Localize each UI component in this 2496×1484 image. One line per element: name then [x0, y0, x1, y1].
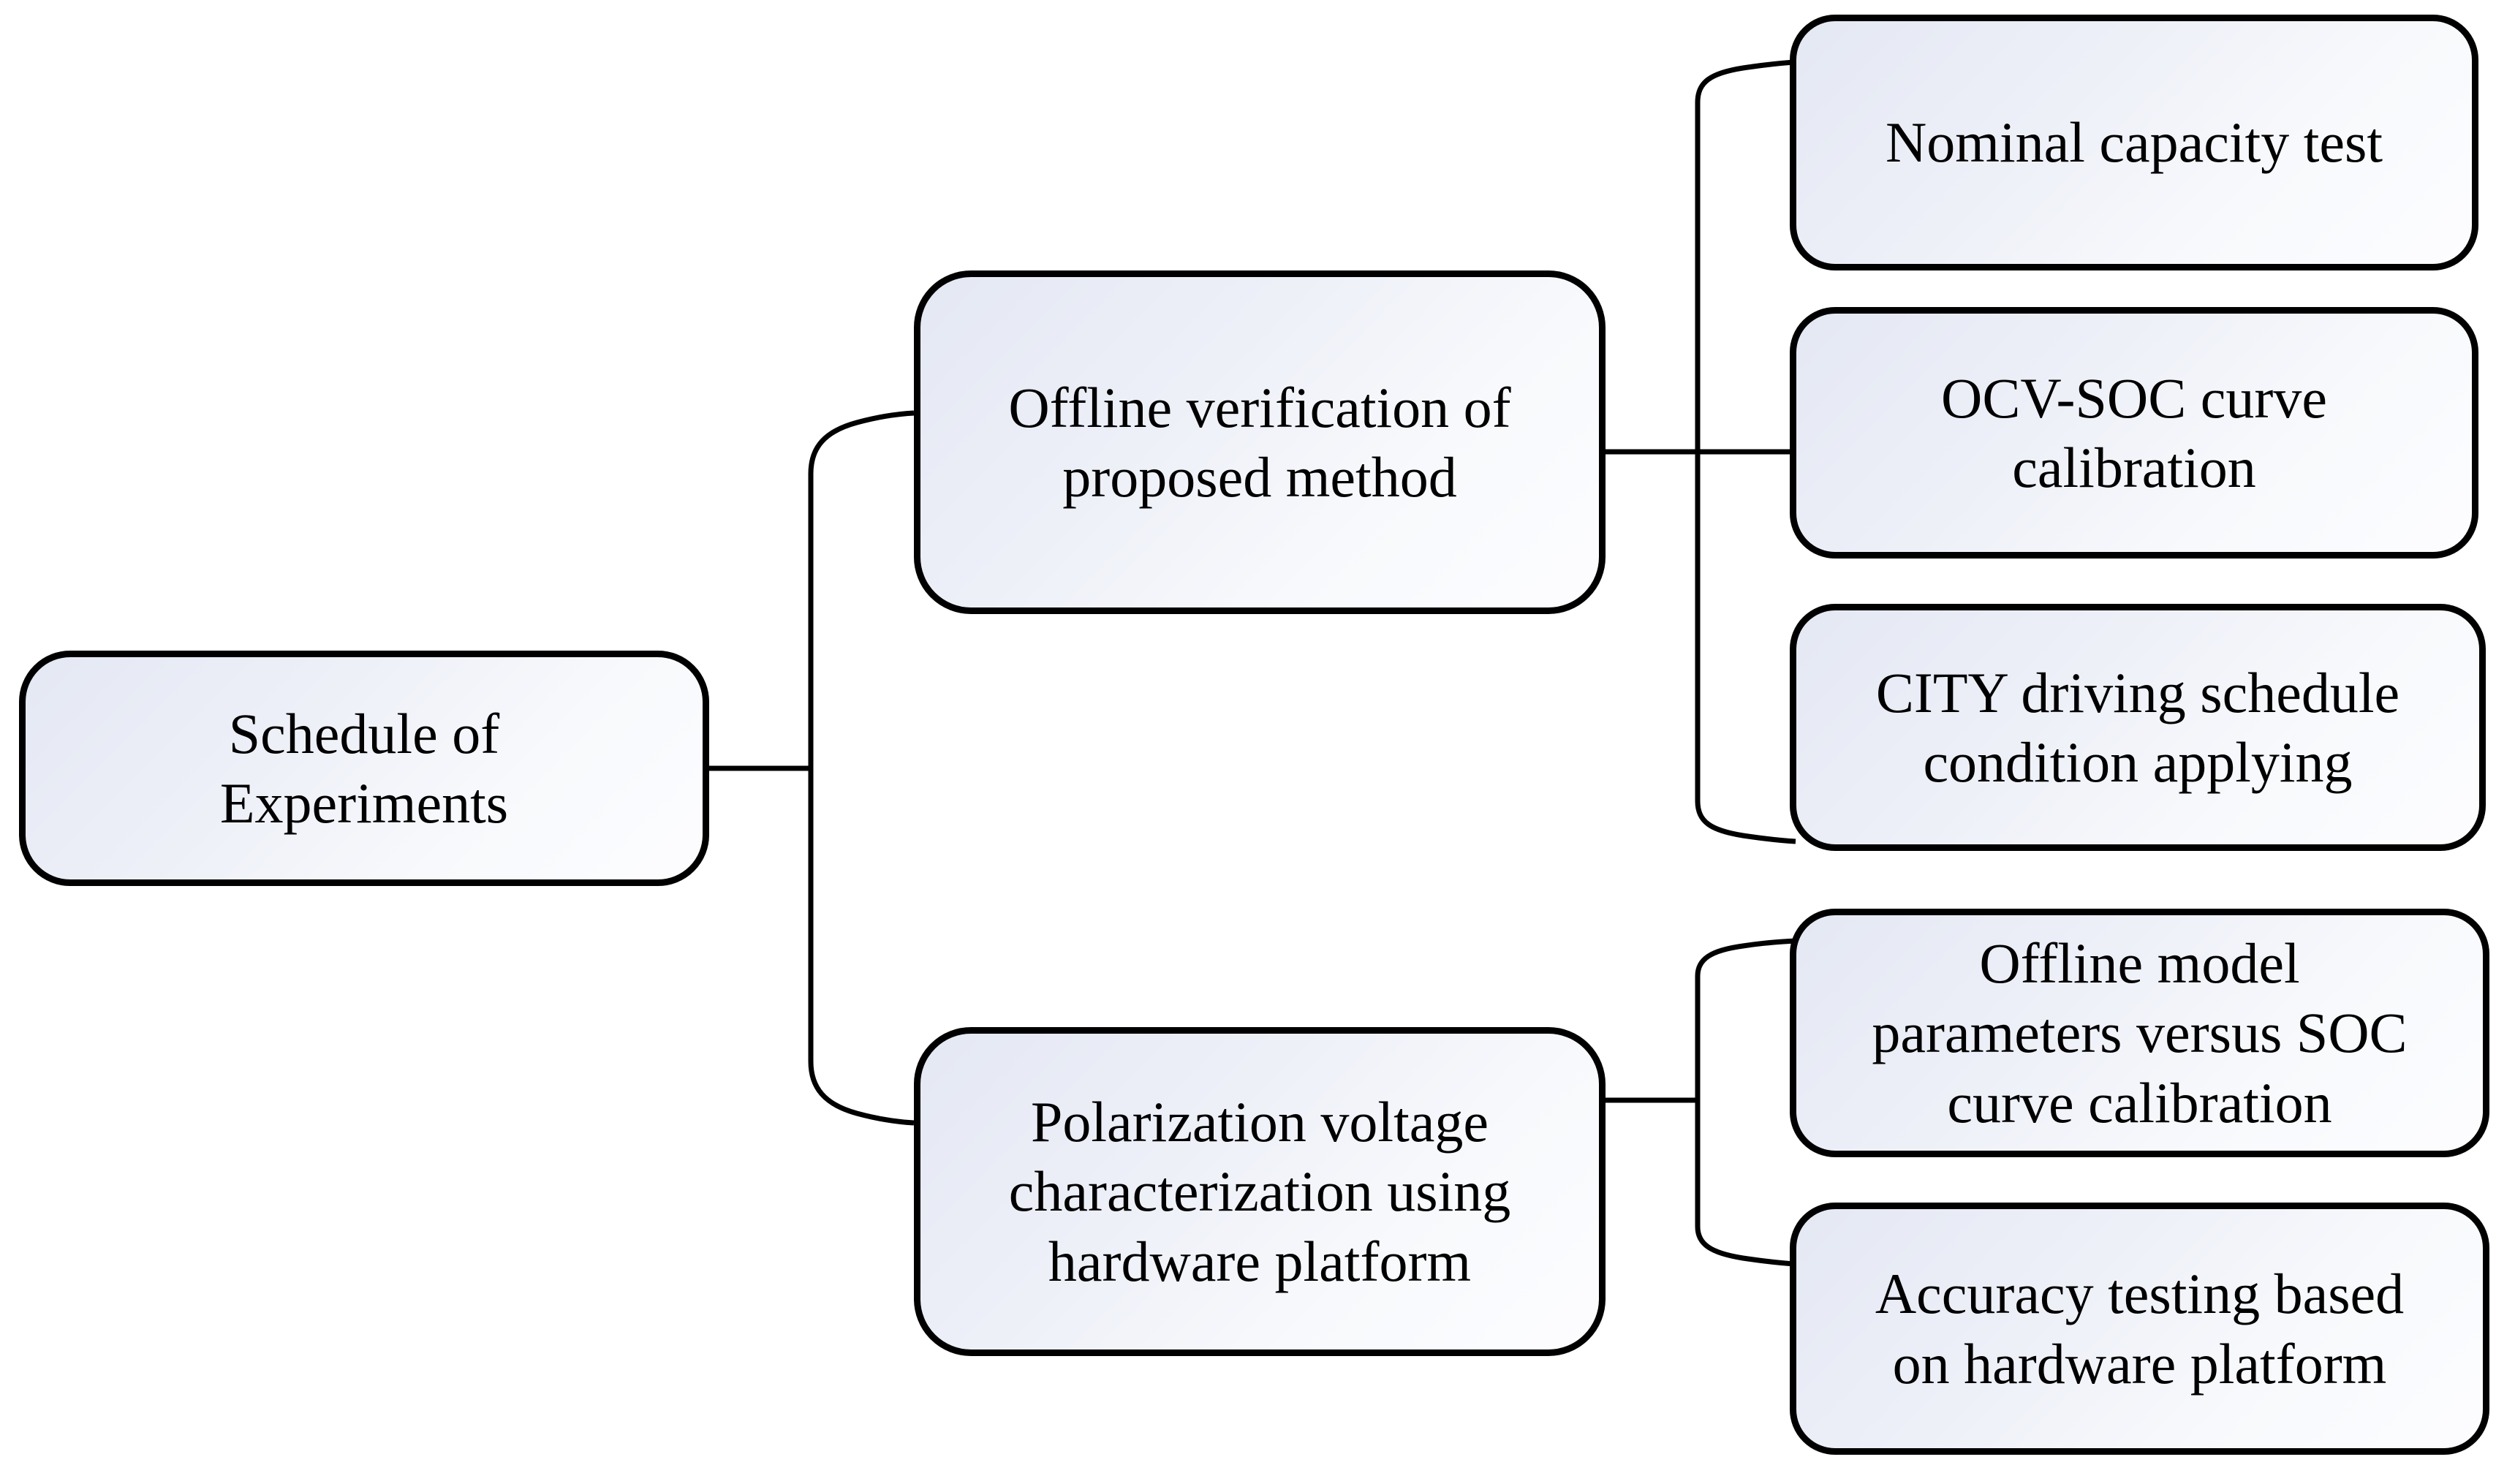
- connector-polarization-to-offline-model-params: [1695, 938, 1796, 977]
- node-schedule-of-experiments-label: Schedule of Experiments: [219, 701, 509, 835]
- connector-root-to-offline-verification: [808, 410, 915, 474]
- node-ocv-soc-curve-calibration[interactable]: OCV-SOC curve calibration: [1790, 307, 2478, 559]
- connector-polarization-to-accuracy-testing: [1695, 1226, 1796, 1267]
- node-nominal-capacity-test[interactable]: Nominal capacity test: [1790, 15, 2478, 270]
- node-city-driving-schedule-label: CITY driving schedule condition applying: [1875, 660, 2400, 794]
- node-offline-model-parameters-versus-soc-curve-calibration[interactable]: Offline model parameters versus SOC curv…: [1790, 909, 2489, 1157]
- node-ocv-soc-curve-calibration-label: OCV-SOC curve calibration: [1941, 366, 2327, 499]
- node-offline-verification-label: Offline verification of proposed method: [1008, 375, 1511, 509]
- node-polarization-label: Polarization voltage characterization us…: [1008, 1090, 1511, 1293]
- node-accuracy-testing-label: Accuracy testing based on hardware platf…: [1875, 1262, 2405, 1396]
- node-schedule-of-experiments[interactable]: Schedule of Experiments: [19, 651, 709, 886]
- node-accuracy-testing-based-on-hardware-platform[interactable]: Accuracy testing based on hardware platf…: [1790, 1203, 2489, 1455]
- node-city-driving-schedule-condition-applying[interactable]: CITY driving schedule condition applying: [1790, 604, 2486, 851]
- node-offline-model-parameters-label: Offline model parameters versus SOC curv…: [1872, 931, 2408, 1135]
- connector-offline-verification-to-city-driving: [1695, 800, 1796, 844]
- node-polarization-voltage-characterization[interactable]: Polarization voltage characterization us…: [914, 1027, 1606, 1356]
- node-offline-verification-of-proposed-method[interactable]: Offline verification of proposed method: [914, 270, 1606, 614]
- connector-offline-verification-to-nominal-capacity: [1695, 59, 1796, 103]
- connector-root-to-polarization: [808, 1061, 915, 1126]
- node-nominal-capacity-test-label: Nominal capacity test: [1885, 110, 2383, 175]
